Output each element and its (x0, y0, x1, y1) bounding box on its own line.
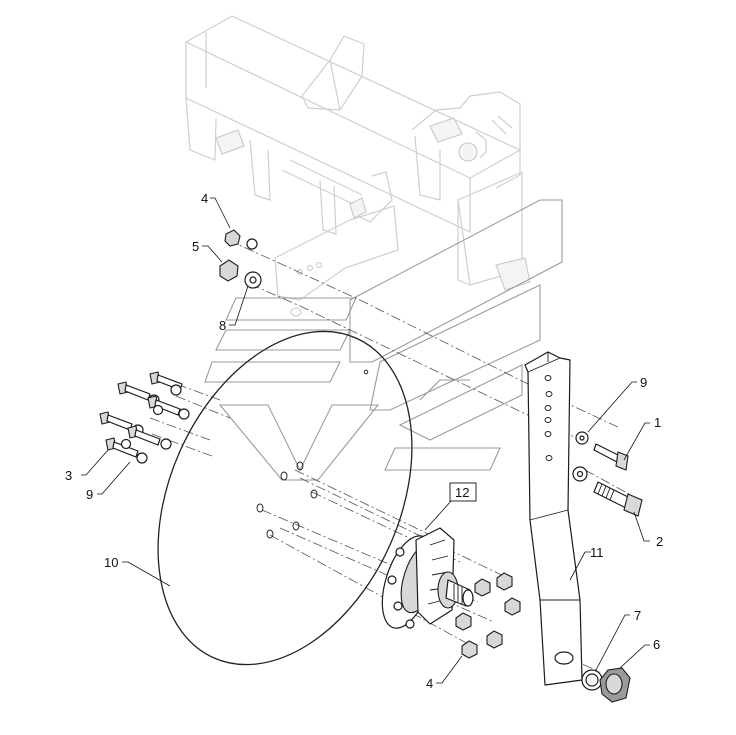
callout-9-right: 9 (640, 375, 647, 390)
callout-6: 6 (653, 637, 660, 652)
callout-labels: 1 2 3 4 4 5 6 7 8 9 9 10 11 12 (65, 191, 663, 691)
callout-11: 11 (590, 545, 604, 560)
callout-4-lower: 4 (426, 676, 433, 691)
background-frame (184, 15, 531, 317)
leader-lines (81, 197, 650, 684)
callout-1: 1 (654, 415, 661, 430)
callout-7: 7 (634, 608, 641, 623)
support-arm[interactable] (524, 351, 583, 686)
arm-bolts-right[interactable] (572, 431, 643, 517)
assembly-axes (149, 239, 641, 673)
hub-assembly[interactable] (372, 527, 474, 634)
lower-nut-washer[interactable] (581, 667, 631, 703)
callout-3: 3 (65, 468, 72, 483)
callout-8: 8 (219, 318, 226, 333)
watermark-logo (204, 199, 563, 481)
callout-9-left: 9 (86, 487, 93, 502)
callout-12-box (449, 482, 477, 502)
callout-5: 5 (192, 239, 199, 254)
disc-blade[interactable] (109, 291, 461, 704)
bolt-set-left[interactable] (99, 371, 190, 464)
callout-12: 12 (455, 485, 469, 500)
callout-2: 2 (656, 534, 663, 549)
callout-4-upper: 4 (201, 191, 208, 206)
upper-nuts-washers[interactable] (219, 229, 262, 289)
callout-10: 10 (104, 555, 118, 570)
hub-nuts[interactable] (455, 572, 521, 659)
